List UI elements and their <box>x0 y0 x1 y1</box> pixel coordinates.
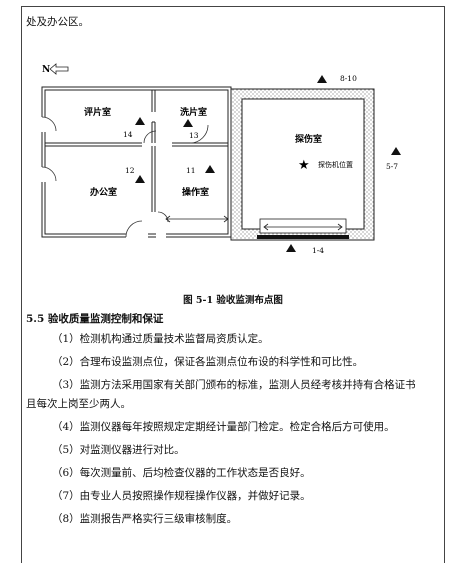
list-item: （6）每次测量前、后均检查仪器的工作状态是否良好。 <box>52 467 311 479</box>
passage-arrow-right-icon <box>223 215 229 223</box>
room-flaw-detection: 探伤室 <box>295 133 322 145</box>
room-control: 操作室 <box>182 186 209 198</box>
left-door-swing <box>41 116 57 132</box>
triangle-marker-icon <box>183 119 193 127</box>
list-item: （3）监测方法采用国家有关部门颁布的标准，监测人员经考核并持有合格证书 <box>52 379 416 391</box>
list-item: （8）监测报告严格实行三级审核制度。 <box>52 513 238 525</box>
north-arrow-icon <box>49 63 69 75</box>
room-film-review: 评片室 <box>84 106 111 118</box>
control-door-swing <box>157 211 169 223</box>
list-item: （5）对监测仪器进行对比。 <box>52 444 185 456</box>
point-14: 14 <box>123 130 133 139</box>
point-11: 11 <box>186 166 196 175</box>
list-item: （1）检测机构通过质量技术监督局资质认定。 <box>52 333 269 345</box>
point-13: 13 <box>189 131 199 140</box>
left-door-gap <box>39 117 49 132</box>
control-door-gap <box>156 233 166 239</box>
list-item: （7）由专业人员按照操作规程操作仪器，并做好记录。 <box>52 490 311 502</box>
office-door-swing <box>125 220 143 238</box>
point-1-4: 1-4 <box>312 246 324 255</box>
room-office: 办公室 <box>90 186 117 198</box>
darkroom-door-swing <box>189 124 209 144</box>
list-item: （2）合理布设监测点位，保证各监测点位布设的科学性和可比性。 <box>52 356 364 368</box>
point-12: 12 <box>125 166 135 175</box>
section-heading: 5.5 验收质量监测控制和保证 <box>26 313 164 325</box>
triangle-marker-icon <box>317 75 327 83</box>
triangle-marker-icon <box>205 165 215 173</box>
list-item: （4）监测仪器每年按照规定定期经计量部门检定。检定合格后方可使用。 <box>52 421 395 433</box>
intro-text: 处及办公区。 <box>26 16 89 28</box>
triangle-marker-icon <box>135 117 145 125</box>
figure-caption: 图 5-1 验收监测布点图 <box>183 295 283 306</box>
triangle-marker-icon <box>391 147 401 155</box>
triangle-marker-icon <box>135 175 145 183</box>
point-5-7: 5-7 <box>386 162 398 171</box>
star-icon: ★ <box>298 158 310 173</box>
shielded-room <box>230 88 375 241</box>
monitoring-layout-diagram: N <box>39 63 401 255</box>
left-door-swing-2 <box>41 166 57 182</box>
list-item-continuation: 且每次上岗至少两人。 <box>26 398 131 410</box>
document-frame: 处及办公区。 N <box>21 6 445 563</box>
left-door-gap-2 <box>39 167 49 182</box>
room-darkroom: 洗片室 <box>180 106 207 118</box>
office-door-gap <box>126 233 148 239</box>
middle-door-swing <box>143 130 157 144</box>
device-position-label: 探伤机位置 <box>318 160 353 169</box>
triangle-marker-icon <box>286 244 296 252</box>
point-8-10: 8-10 <box>340 74 357 83</box>
passage-arrow-left-icon <box>165 215 171 223</box>
north-label: N <box>42 65 50 75</box>
